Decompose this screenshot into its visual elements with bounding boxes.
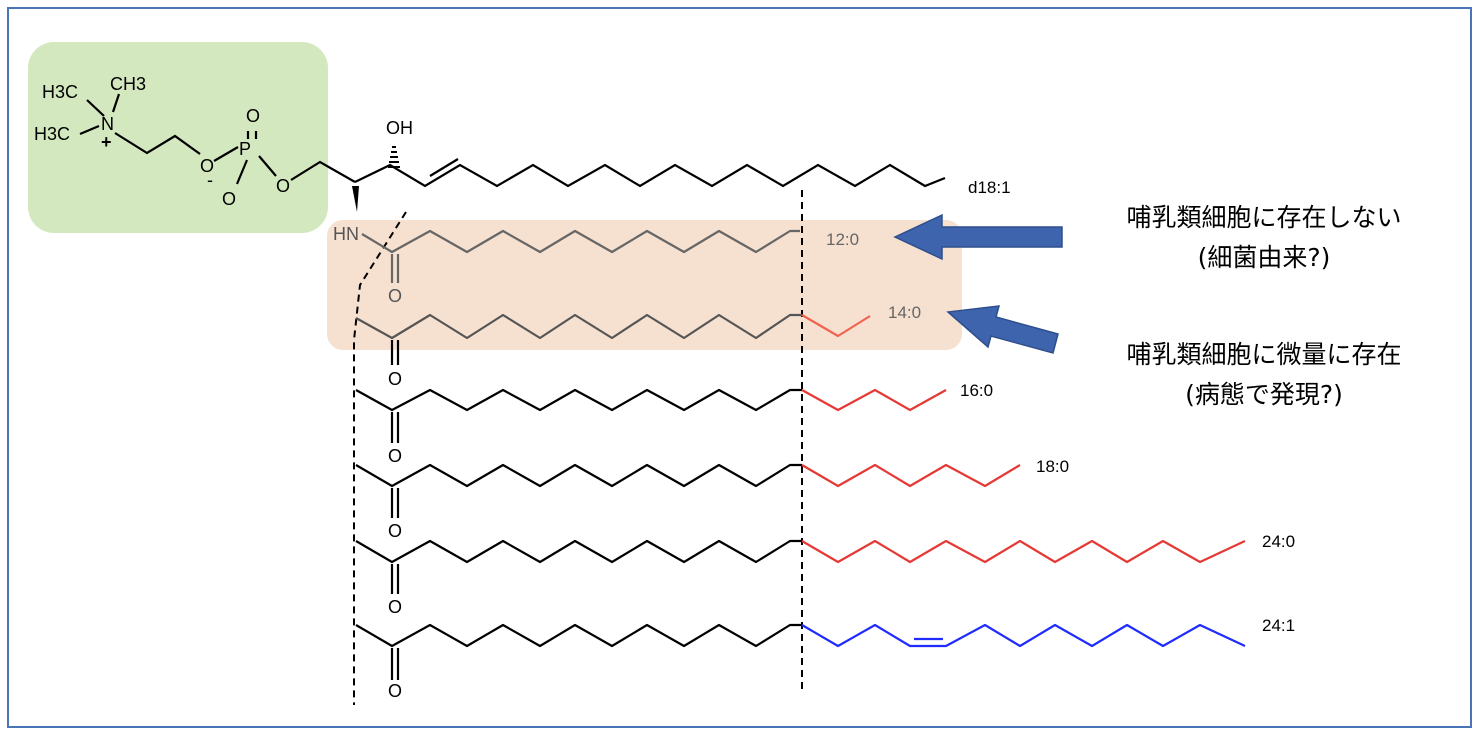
hydroxyl-label: OH (386, 118, 413, 138)
d18-1-label: d18:1 (968, 178, 1011, 197)
h3c-left-label: H3C (34, 124, 70, 144)
sphingosine-backbone: OH d18:1 HN (333, 118, 1011, 244)
chain-14-0 (355, 313, 871, 365)
phosphocholine-headgroup: H3C CH3 H3C N + O P O O - O (34, 74, 356, 209)
annotation-top-line2: (細菌由来?) (1198, 243, 1331, 272)
plus-charge: + (101, 132, 112, 152)
chain-14-0-oxygen: O (388, 369, 402, 389)
oxygen-1-label: O (200, 156, 214, 176)
chain-24-1 (355, 623, 1246, 680)
chain-12-0-oxygen: O (388, 286, 402, 306)
chain-16-0 (355, 388, 947, 443)
h3c-top-label: H3C (42, 82, 78, 102)
chain-12-0-label: 12:0 (826, 230, 859, 249)
oxygen-minus-label: O (222, 189, 236, 209)
chain-18-0-label: 18:0 (1036, 457, 1069, 476)
chain-14-0-label: 14:0 (888, 303, 921, 322)
annotation-bottom-line1: 哺乳類細胞に微量に存在 (1126, 340, 1401, 369)
short-chain-highlight (327, 220, 962, 350)
chain-12-0 (361, 229, 800, 283)
chain-24-1-oxygen: O (388, 681, 402, 701)
minus-charge: - (207, 170, 213, 190)
annotation-bottom-line2: (病態で発現?) (1185, 380, 1343, 409)
chain-24-0-label: 24:0 (1262, 532, 1295, 551)
annotation-top-line1: 哺乳類細胞に存在しない (1126, 203, 1401, 232)
arrow-to-14-0 (946, 305, 1059, 354)
phosphorus-label: P (239, 139, 251, 159)
chain-16-0-oxygen: O (388, 446, 402, 466)
chain-24-0 (355, 539, 1246, 594)
nitrogen-label: N (101, 114, 114, 134)
wedge-bond (352, 186, 359, 212)
chain-18-0-oxygen: O (388, 521, 402, 541)
oxygen-2-label: O (276, 176, 290, 196)
chain-24-1-label: 24:1 (1262, 616, 1295, 635)
chain-24-0-oxygen: O (388, 597, 402, 617)
amide-nh-label: HN (333, 224, 359, 244)
alignment-dashes (353, 190, 803, 705)
ch3-label: CH3 (110, 74, 146, 94)
arrow-to-12-0 (893, 213, 1063, 261)
chain-16-0-label: 16:0 (960, 381, 993, 400)
oxygen-double-label: O (246, 106, 260, 126)
chain-18-0 (355, 463, 1021, 518)
